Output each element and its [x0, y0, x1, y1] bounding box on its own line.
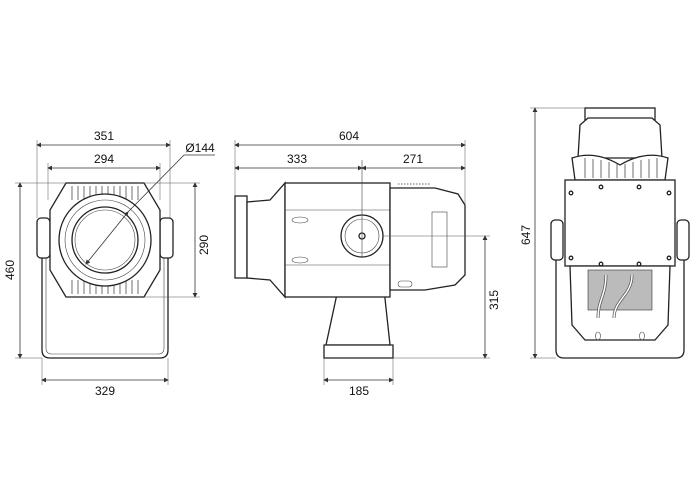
side-base — [323, 344, 394, 359]
rear-panel — [564, 179, 676, 267]
right-knob — [159, 217, 174, 259]
rear-left-knob — [550, 219, 564, 261]
front-cone — [246, 181, 286, 299]
rear-view: 647 — [519, 107, 690, 359]
dim-315: 315 — [487, 290, 501, 310]
rear-body — [389, 187, 466, 291]
dim-329: 329 — [95, 384, 115, 398]
dim-460: 460 — [3, 260, 17, 280]
dim-294: 294 — [94, 152, 114, 166]
dim-lens-diameter: Ø144 — [185, 141, 215, 155]
dim-185: 185 — [349, 384, 369, 398]
dim-351: 351 — [94, 129, 114, 143]
side-view: 604 333 271 315 185 — [234, 129, 501, 398]
dim-604: 604 — [339, 129, 359, 143]
dim-333: 333 — [287, 152, 307, 166]
front-view: 351 294 Ø144 460 290 329 — [3, 129, 215, 398]
rear-fin-band — [571, 154, 669, 181]
left-knob — [36, 217, 51, 259]
dim-647: 647 — [519, 225, 533, 245]
dim-271: 271 — [403, 152, 423, 166]
rear-right-knob — [676, 219, 690, 261]
dim-290: 290 — [197, 235, 211, 255]
front-lens-cap — [234, 195, 248, 279]
